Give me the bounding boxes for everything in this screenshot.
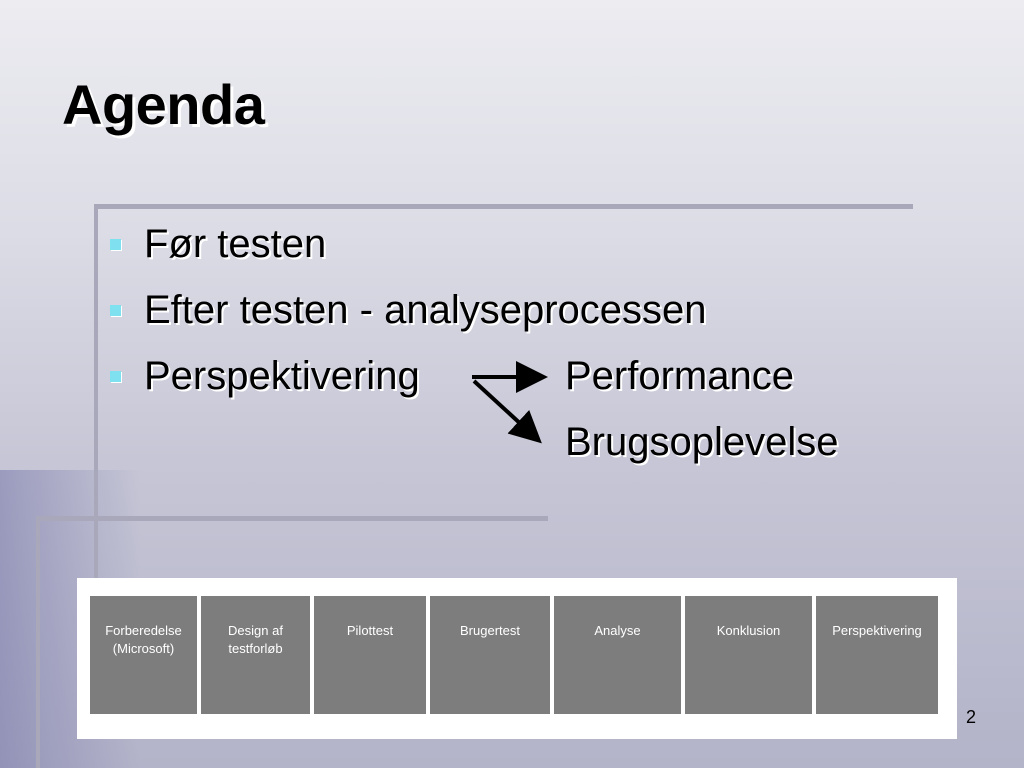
- process-step: Brugertest: [430, 596, 550, 714]
- process-step: Pilottest: [314, 596, 426, 714]
- process-step: Forberedelse (Microsoft): [90, 596, 197, 714]
- page-number: 2: [966, 707, 977, 727]
- process-step: Design af testforløb: [201, 596, 310, 714]
- process-step: Perspektivering: [816, 596, 938, 714]
- agenda-item-text: Perspektivering: [144, 354, 420, 398]
- agenda-item-text: Før testen: [144, 222, 327, 266]
- square-bullet-icon: [110, 371, 121, 382]
- square-bullet-icon: [110, 239, 121, 250]
- branch-label-performance: Performance: [565, 354, 794, 398]
- agenda-item-text: Efter testen - analyseprocessen: [144, 288, 707, 332]
- decor-line-top: [94, 204, 913, 209]
- arrow-to-brugsoplevelse: [472, 379, 542, 444]
- process-step: Konklusion: [685, 596, 812, 714]
- branch-label-brugsoplevelse: Brugsoplevelse: [565, 420, 839, 464]
- decor-line-vertical: [94, 204, 98, 584]
- slide-title: Agenda: [62, 73, 265, 136]
- process-step: Analyse: [554, 596, 681, 714]
- square-bullet-icon: [110, 305, 121, 316]
- process-diagram: Forberedelse (Microsoft) Design af testf…: [77, 578, 957, 739]
- decor-line-middle: [36, 516, 548, 521]
- decor-line-left-vertical: [36, 516, 40, 768]
